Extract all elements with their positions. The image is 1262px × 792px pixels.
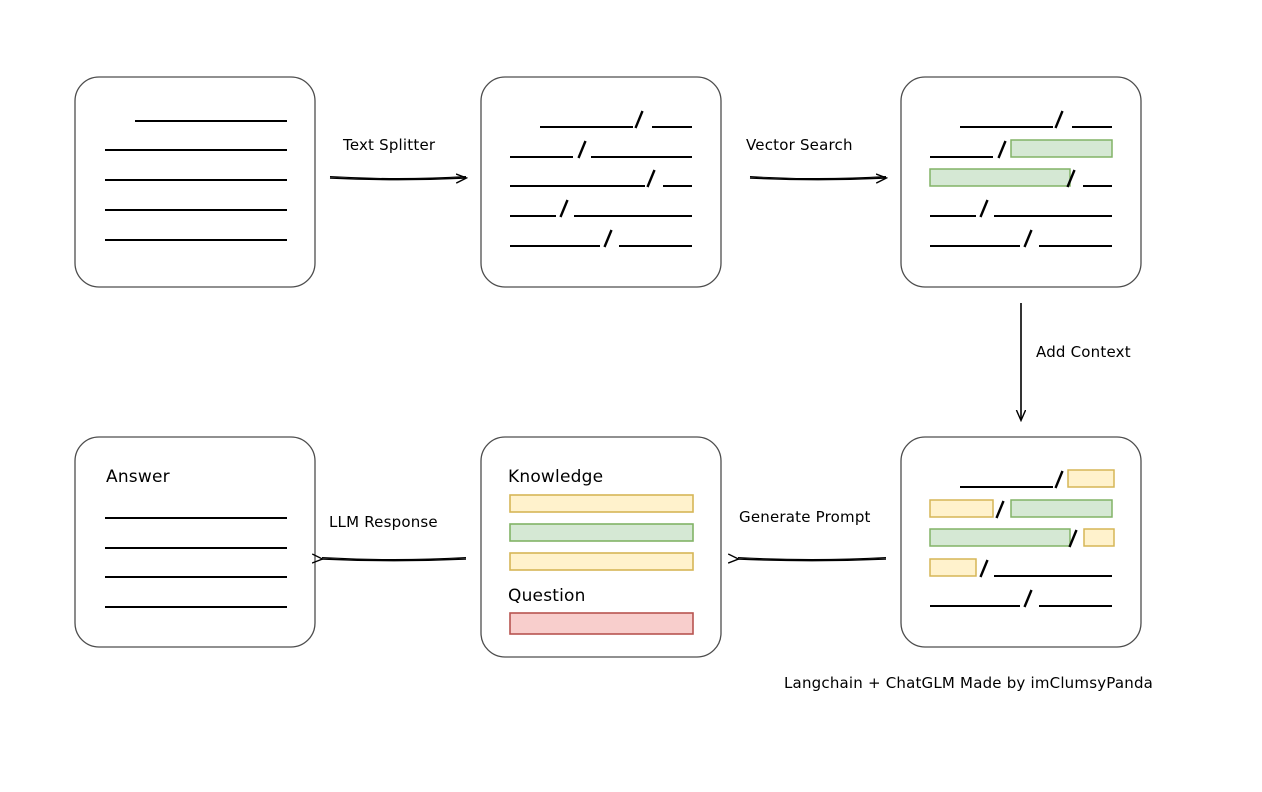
edge-line — [329, 178, 466, 180]
highlight-bar-yellow — [1067, 469, 1115, 488]
node-prompt[interactable] — [480, 436, 722, 658]
node-frame-prompt — [480, 436, 722, 658]
edge-line-shadow — [737, 557, 887, 561]
chunk-separator-slash — [997, 140, 1007, 159]
edge-line — [749, 178, 886, 180]
highlight-bar-yellow — [929, 499, 994, 518]
edge-label-generate-prompt: Generate Prompt — [739, 508, 871, 526]
chunk-separator-slash — [1023, 589, 1033, 608]
node-context-prompt-source[interactable] — [900, 436, 1142, 648]
chunk-separator-slash — [646, 169, 656, 188]
highlight-bar-green — [929, 168, 1071, 187]
edge-text-splitter — [329, 176, 467, 180]
chunk-separator-slash — [1023, 229, 1033, 248]
node-split-chunks[interactable] — [480, 76, 722, 288]
chunk-separator-slash — [559, 199, 569, 218]
chunk-separator-slash — [979, 199, 989, 218]
edge-line-shadow — [321, 557, 467, 561]
prompt-bar-red — [509, 612, 694, 635]
prompt-bar-yellow — [509, 494, 694, 513]
node-frame-source-document — [74, 76, 316, 288]
highlight-bar-green — [1010, 499, 1113, 518]
edge-label-text-splitter: Text Splitter — [343, 136, 436, 154]
chunk-separator-slash — [1066, 169, 1076, 188]
node-frame-split-chunks — [480, 76, 722, 288]
footer-credit: Langchain + ChatGLM Made by imClumsyPand… — [784, 674, 1154, 692]
highlight-bar-yellow — [929, 558, 977, 577]
edge-line — [322, 559, 467, 561]
edge-generate-prompt — [737, 557, 887, 561]
edge-label-add-context: Add Context — [1036, 343, 1131, 361]
highlight-bar-green — [1010, 139, 1113, 158]
highlight-bar-yellow — [1083, 528, 1115, 547]
chunk-separator-slash — [1054, 470, 1064, 489]
chunk-separator-slash — [577, 140, 587, 159]
edge-llm-response — [321, 557, 467, 561]
chunk-separator-slash — [1068, 529, 1078, 548]
node-heading-answer: Answer — [106, 467, 170, 487]
edge-vector-search — [749, 176, 887, 180]
edge-line — [738, 559, 887, 561]
node-answer[interactable] — [74, 436, 316, 648]
chunk-separator-slash — [634, 110, 644, 129]
edge-line-shadow — [329, 176, 467, 180]
node-heading-question: Question — [508, 586, 586, 606]
chunk-separator-slash — [979, 559, 989, 578]
highlight-bar-green — [929, 528, 1071, 547]
chunk-separator-slash — [995, 500, 1005, 519]
edge-label-vector-search: Vector Search — [746, 136, 853, 154]
prompt-bar-green — [509, 523, 694, 542]
chunk-separator-slash — [603, 229, 613, 248]
node-source-document[interactable] — [74, 76, 316, 288]
edge-label-llm-response: LLM Response — [329, 513, 438, 531]
edge-line-shadow — [749, 176, 887, 180]
node-vector-matches[interactable] — [900, 76, 1142, 288]
chunk-separator-slash — [1054, 110, 1064, 129]
node-heading-knowledge: Knowledge — [508, 467, 604, 487]
node-frame-answer — [74, 436, 316, 648]
prompt-bar-yellow — [509, 552, 694, 571]
